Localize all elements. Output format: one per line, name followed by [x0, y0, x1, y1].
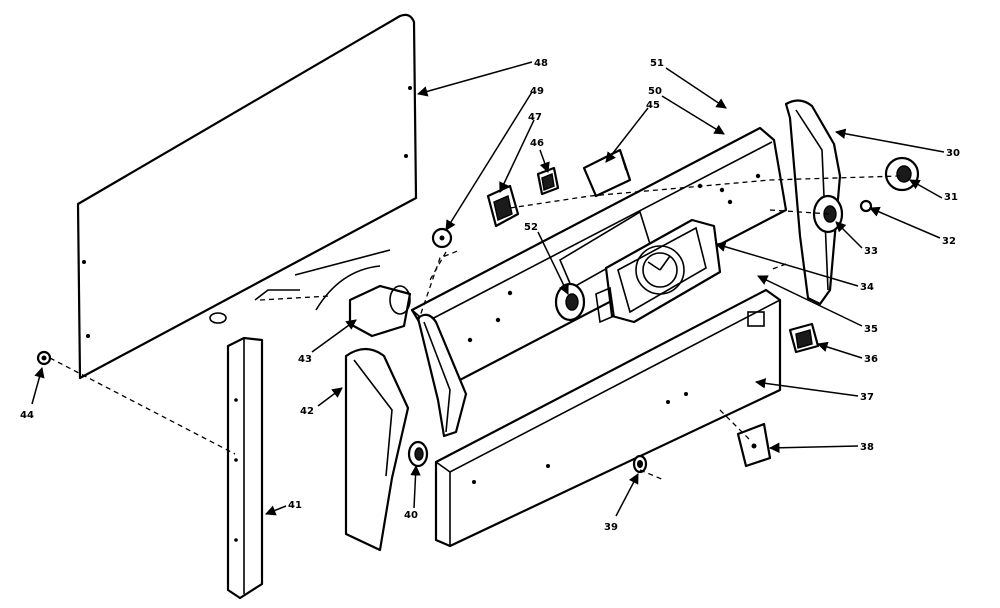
screw-39: [632, 454, 648, 474]
light-switch-36: [788, 322, 820, 354]
callout-label: 47: [528, 112, 542, 123]
switch-49: [536, 166, 560, 196]
knob-40: [407, 440, 429, 468]
infinite-switch-43: [315, 265, 412, 338]
leader-lines: [31, 61, 945, 517]
callout-label: 38: [860, 442, 874, 453]
callout-label: 39: [604, 522, 618, 533]
callout-label: 42: [300, 406, 314, 417]
callout-label: 44: [20, 410, 34, 421]
assembly-lines: [49, 175, 901, 481]
callout-label: 37: [860, 392, 874, 403]
callout-label: 34: [860, 282, 874, 293]
callout-label: 33: [864, 246, 878, 257]
callout-label: 46: [530, 138, 544, 149]
screw-32: [859, 199, 873, 213]
back-panel: [76, 13, 418, 380]
callout-label: 40: [404, 510, 418, 521]
switch-46: [431, 227, 453, 249]
knob-31: [884, 156, 920, 192]
callout-label: 32: [942, 236, 956, 247]
callout-label: 51: [650, 58, 664, 69]
callout-label: 35: [864, 324, 878, 335]
callout-label: 31: [944, 192, 958, 203]
knob-32: [554, 282, 586, 322]
callout-label: 48: [534, 58, 548, 69]
callout-label: 45: [646, 100, 660, 111]
bracket-38: [736, 422, 772, 468]
callout-label: 43: [298, 354, 312, 365]
side-trim-42: [344, 347, 410, 552]
callout-label: 41: [288, 500, 302, 511]
right-end-cap: [784, 99, 842, 306]
callouts: 48 49 47 46 45 51 50 30 31 32 33 52 34 3…: [20, 58, 960, 533]
left-end-cap: [416, 313, 468, 438]
callout-label: 49: [530, 86, 544, 97]
callout-label: 50: [648, 86, 662, 97]
switch-47: [486, 184, 520, 228]
callout-label: 30: [946, 148, 960, 159]
screw-44: [36, 350, 52, 366]
callout-label: 52: [524, 222, 538, 233]
manifold-trim-37: [434, 288, 782, 548]
clock-timer: [595, 218, 722, 324]
side-rail-41: [226, 336, 264, 600]
callout-label: 36: [864, 354, 878, 365]
switch-45: [582, 148, 632, 198]
